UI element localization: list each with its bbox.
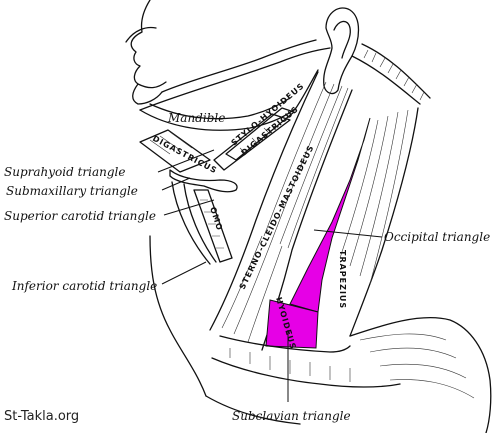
ear: [323, 7, 360, 95]
posterior-neck-band: [351, 43, 431, 105]
digastric-muscle: [139, 107, 295, 173]
label-occipital-triangle: Occipital triangle: [384, 230, 490, 244]
label-inferior-carotid-triangle: Inferior carotid triangle: [11, 279, 157, 293]
label-suprahyoid-triangle: Suprahyoid triangle: [4, 165, 126, 179]
label-digastricus-left: DIGASTRICUS: [151, 134, 219, 176]
label-omo: OMO: [208, 206, 224, 232]
clavicle: [211, 335, 401, 388]
label-subclavian-triangle: Subclavian triangle: [232, 409, 351, 423]
leader-lines: [157, 149, 383, 402]
label-submaxillary-triangle: Submaxillary triangle: [6, 184, 138, 198]
label-trapezius: TRAPEZIUS: [338, 250, 347, 309]
subclavian-triangle-region: [265, 299, 319, 349]
omohyoid-muscle: [193, 189, 233, 263]
hyoid-bone: [169, 169, 238, 193]
label-superior-carotid-triangle: Superior carotid triangle: [4, 209, 156, 223]
watermark: St-Takla.org: [4, 409, 79, 424]
label-mandible: Mandible: [167, 111, 225, 125]
chest-outline: [149, 235, 301, 425]
trapezius-muscle: [339, 107, 492, 433]
anterior-neck: [171, 181, 217, 265]
head-outline: [125, 0, 331, 111]
